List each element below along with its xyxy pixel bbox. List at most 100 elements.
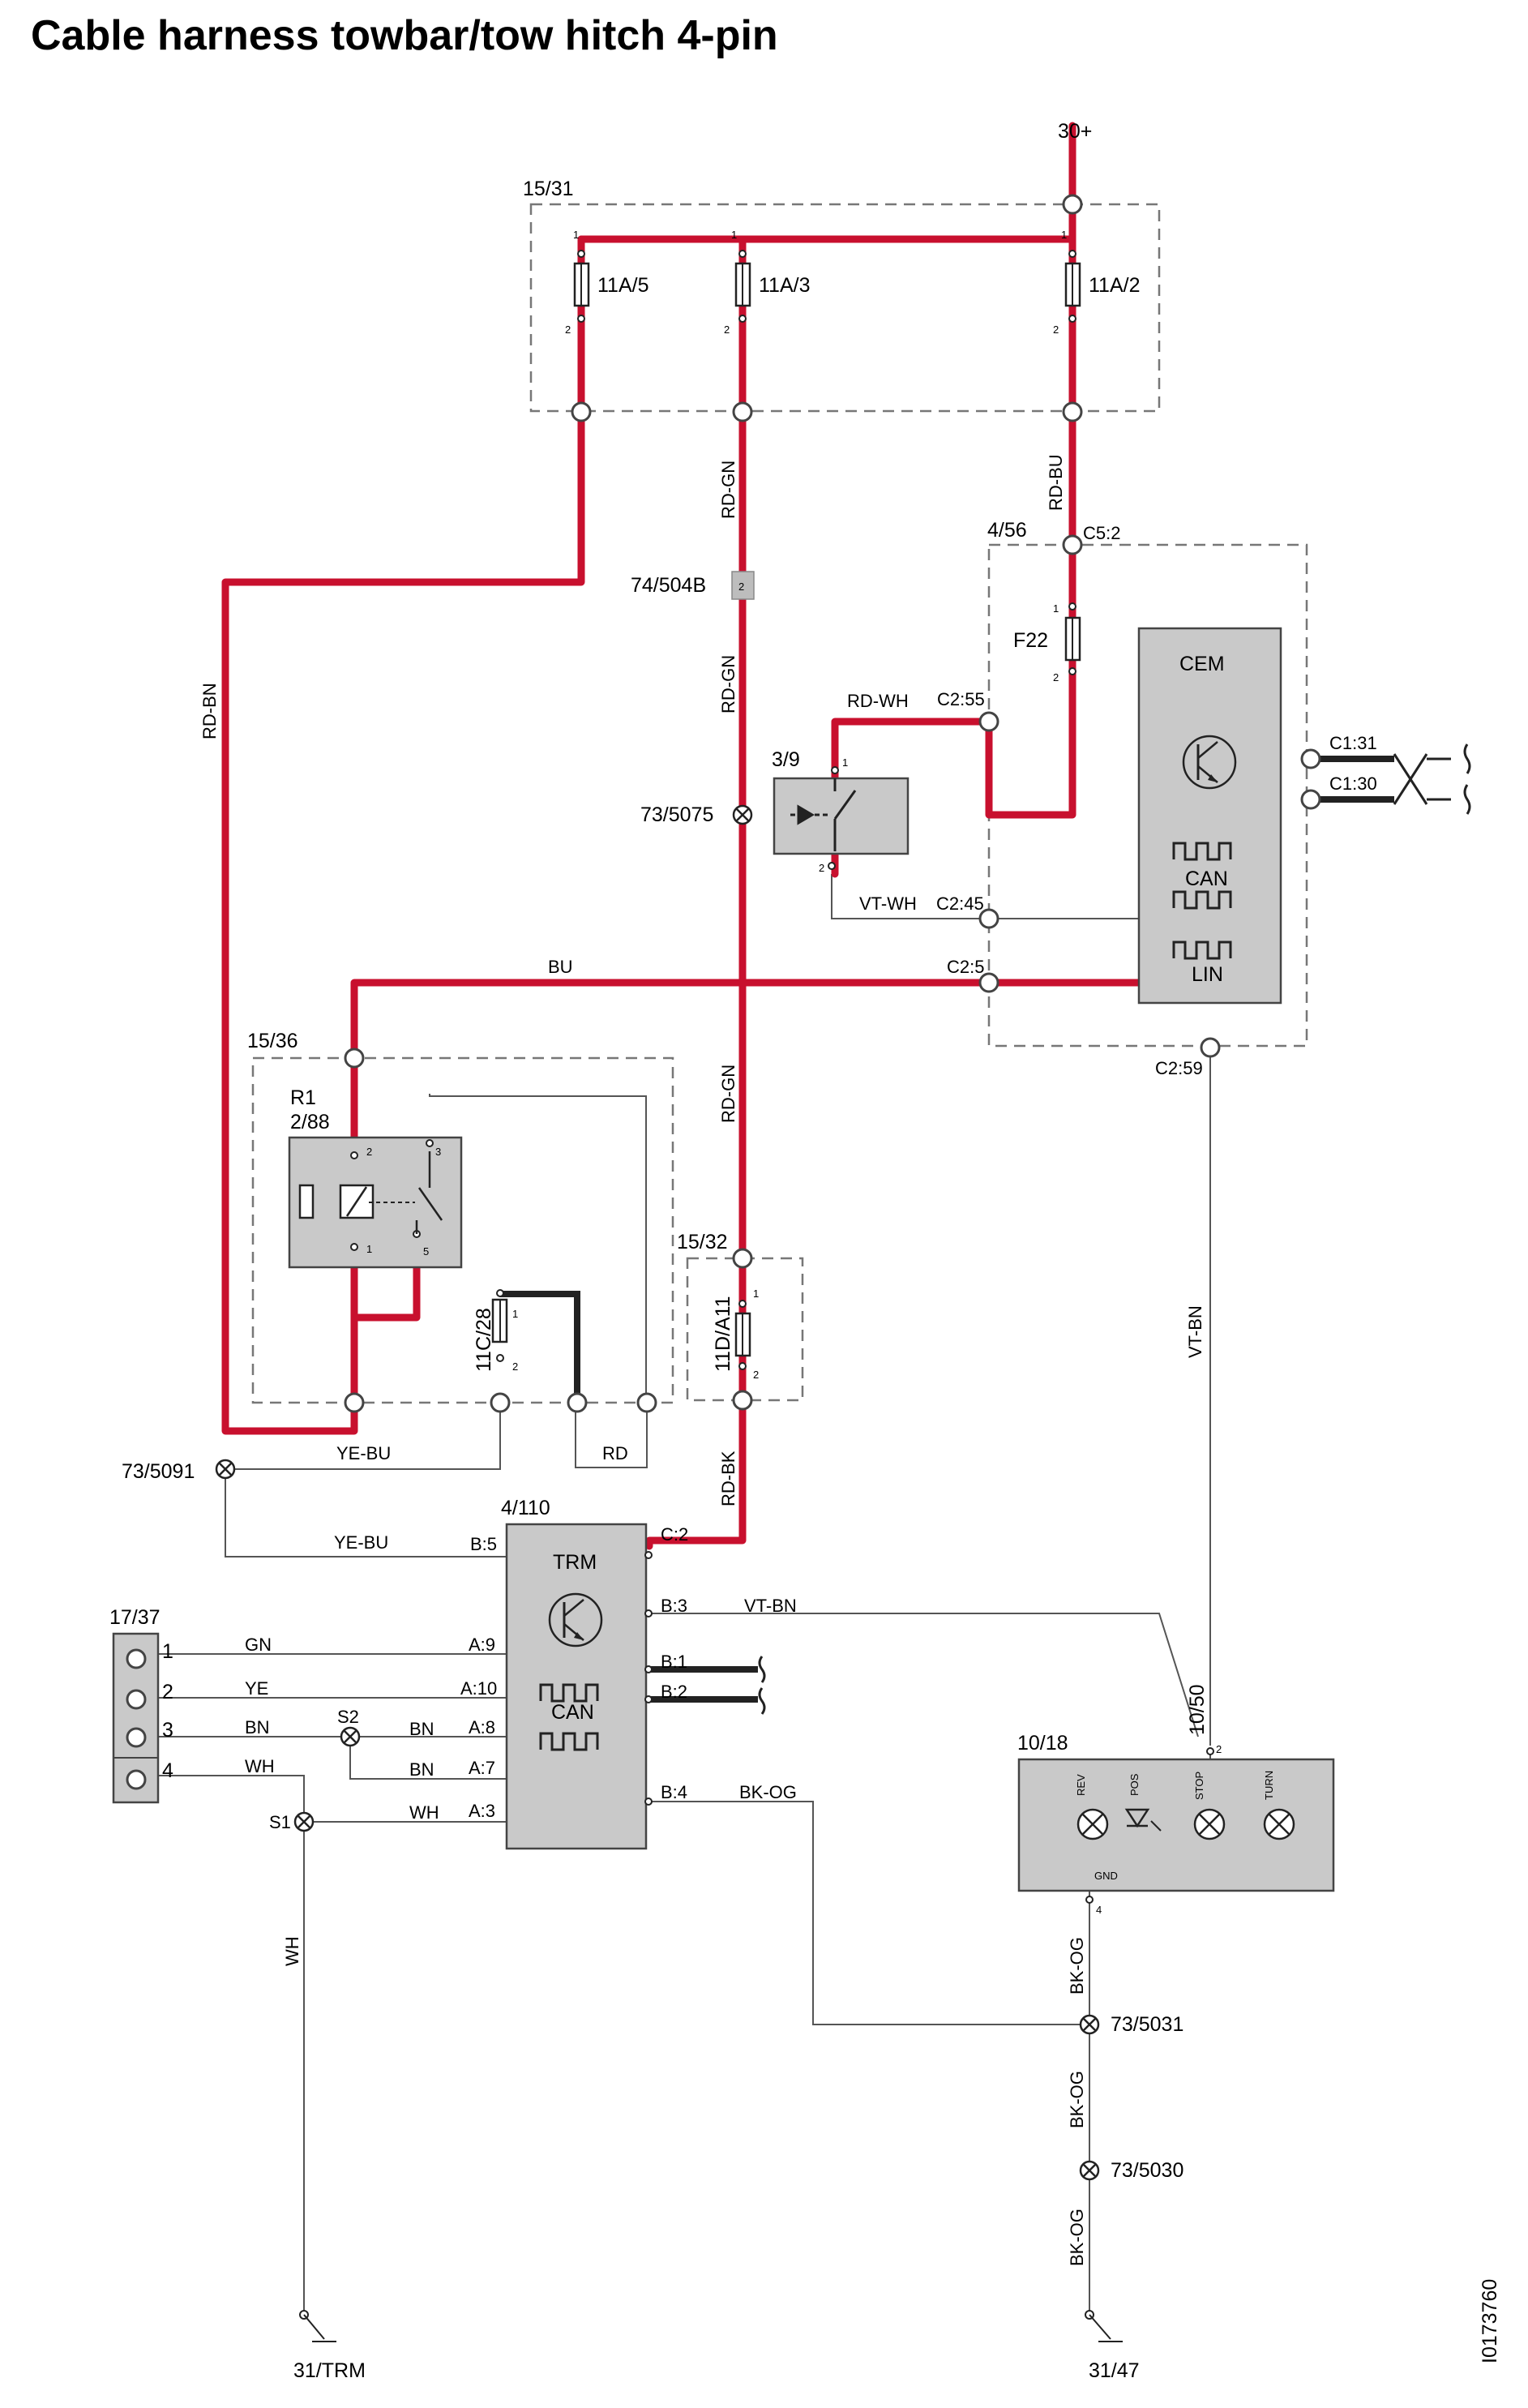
lamp-stop-label: STOP <box>1193 1772 1205 1800</box>
relay-id-label: 2/88 <box>290 1111 330 1133</box>
pin-label: 4 <box>1096 1904 1102 1916</box>
ground-47-icon <box>1089 2314 1123 2342</box>
splice-73-5075-label: 73/5075 <box>640 803 713 826</box>
pin-label: 1 <box>366 1243 372 1255</box>
relay-enclosure <box>251 1056 674 1404</box>
switch-icon <box>790 778 857 851</box>
splice-73-5031-label: 73/5031 <box>1111 2013 1183 2036</box>
pin-label: 1 <box>512 1308 518 1320</box>
relay-r1-label: R1 <box>290 1086 316 1109</box>
wire-ye-bu-2: YE-BU <box>334 1532 388 1553</box>
pin-b5: B:5 <box>470 1534 497 1554</box>
wire-rd: RD <box>602 1443 628 1463</box>
turn-lamp-icon <box>1263 1808 1295 1840</box>
wire-gn: GN <box>245 1635 272 1655</box>
cem-name: CEM <box>1179 653 1225 675</box>
pin-a9: A:9 <box>469 1635 495 1655</box>
pin-b4: B:4 <box>661 1782 687 1802</box>
wire-wh-3: WH <box>282 1936 302 1966</box>
cem-can-label: CAN <box>1185 868 1228 890</box>
pin-b2: B:2 <box>661 1682 687 1702</box>
splice-73-5030-label: 73/5030 <box>1111 2159 1183 2182</box>
transistor-trm-icon <box>548 1592 603 1647</box>
pin-c2: C:2 <box>661 1524 688 1545</box>
wire-rd-gn-3: RD-GN <box>718 1065 738 1123</box>
wire-ye: YE <box>245 1678 268 1699</box>
lamp-pos-label: POS <box>1128 1773 1141 1796</box>
wire-rd-bn: RD-BN <box>199 683 220 739</box>
pin-c2-59: C2:59 <box>1155 1058 1203 1078</box>
thin-wires <box>122 874 1280 2315</box>
splice-s1-label: S1 <box>269 1812 291 1832</box>
fuse-11c28 <box>491 1298 508 1343</box>
reverse-lamp-icon <box>1076 1808 1109 1840</box>
wire-vt-bn-1: VT-BN <box>744 1596 797 1616</box>
wire-wh-2: WH <box>409 1802 439 1823</box>
lamp-gnd-label: GND <box>1094 1870 1118 1882</box>
fusebox-label: 15/31 <box>523 178 574 200</box>
pin-label: 1 <box>842 756 848 769</box>
lamp-turn-label: TURN <box>1263 1771 1275 1800</box>
socket-pin-4 <box>126 1769 147 1790</box>
splice-s2-icon <box>340 1726 361 1747</box>
fusebox-enclosure <box>529 203 1161 413</box>
trm-name: TRM <box>553 1551 597 1574</box>
red-wires <box>221 122 1143 1550</box>
ground-trm-label: 31/TRM <box>293 2359 366 2382</box>
transistor-icon <box>1182 735 1237 790</box>
pin-label: 2 <box>753 1369 759 1381</box>
fuse-f22 <box>1064 616 1081 662</box>
fuse-11a2-label: 11A/2 <box>1089 274 1140 297</box>
page-title: Cable harness towbar/tow hitch 4-pin <box>31 12 778 59</box>
splice-73-5075-icon <box>732 804 753 825</box>
pin-dots <box>299 250 1214 2320</box>
wire-bk-og-2: BK-OG <box>1067 1937 1087 1995</box>
pin-c5-2: C5:2 <box>1083 523 1120 543</box>
switch-3-9 <box>773 777 910 855</box>
splice-73-5091-label: 73/5091 <box>122 1460 195 1483</box>
wire-bn-2: BN <box>409 1719 434 1739</box>
splice-74-504b-label: 74/504B <box>631 574 706 597</box>
pin-a8: A:8 <box>469 1717 495 1737</box>
relay-coil-icon <box>298 1151 443 1234</box>
cem-lin-label: LIN <box>1192 963 1223 986</box>
fuse-box2-label: 15/32 <box>677 1231 728 1253</box>
fuse-11a3 <box>734 262 751 307</box>
connector-nodes <box>344 194 1321 1413</box>
pin-a7: A:7 <box>469 1758 495 1778</box>
wire-rd-gn-1: RD-GN <box>718 461 738 519</box>
pin-label: 2 <box>819 862 824 874</box>
signal-wave-icon <box>539 842 1232 1751</box>
pin-label: 5 <box>423 1245 429 1258</box>
fuse-11da11-label: 11D/A11 <box>712 1296 734 1372</box>
pin-label: 1 <box>1053 602 1059 615</box>
pin-label: 1 <box>573 229 579 241</box>
pin-label: 2 <box>512 1360 518 1373</box>
wire-bn-1: BN <box>245 1717 270 1737</box>
switch-3-9-label: 3/9 <box>772 748 800 771</box>
fuse-11a5-label: 11A/5 <box>597 274 648 297</box>
position-led-icon <box>1124 1808 1162 1832</box>
pin-label: 3 <box>435 1146 441 1158</box>
fuse-11a5 <box>573 262 590 307</box>
ground-trm-icon <box>303 2314 336 2342</box>
fuse-f22-label: F22 <box>1013 629 1048 652</box>
pin-a10: A:10 <box>460 1678 497 1699</box>
pin-c1-31: C1:31 <box>1329 733 1377 753</box>
relay-box-label: 15/36 <box>247 1030 298 1052</box>
pin-c2-45: C2:45 <box>936 893 984 914</box>
pin-a3: A:3 <box>469 1801 495 1821</box>
fuse-11da11 <box>734 1312 751 1357</box>
wire-rd-wh: RD-WH <box>847 691 909 711</box>
socket-pin-2 <box>126 1689 147 1710</box>
splice-s2-label: S2 <box>337 1707 359 1727</box>
relay-r1 <box>288 1136 463 1269</box>
wire-vt-bn-2: VT-BN <box>1185 1305 1205 1358</box>
wire-rd-bu: RD-BU <box>1046 454 1066 511</box>
wire-bk-og-1: BK-OG <box>739 1782 797 1802</box>
cem-module <box>1137 627 1282 1005</box>
wire-rd-gn-2: RD-GN <box>718 655 738 713</box>
wire-bu: BU <box>548 957 573 977</box>
socket-pin-1-label: 1 <box>162 1640 173 1663</box>
wire-wh-1: WH <box>245 1756 275 1776</box>
